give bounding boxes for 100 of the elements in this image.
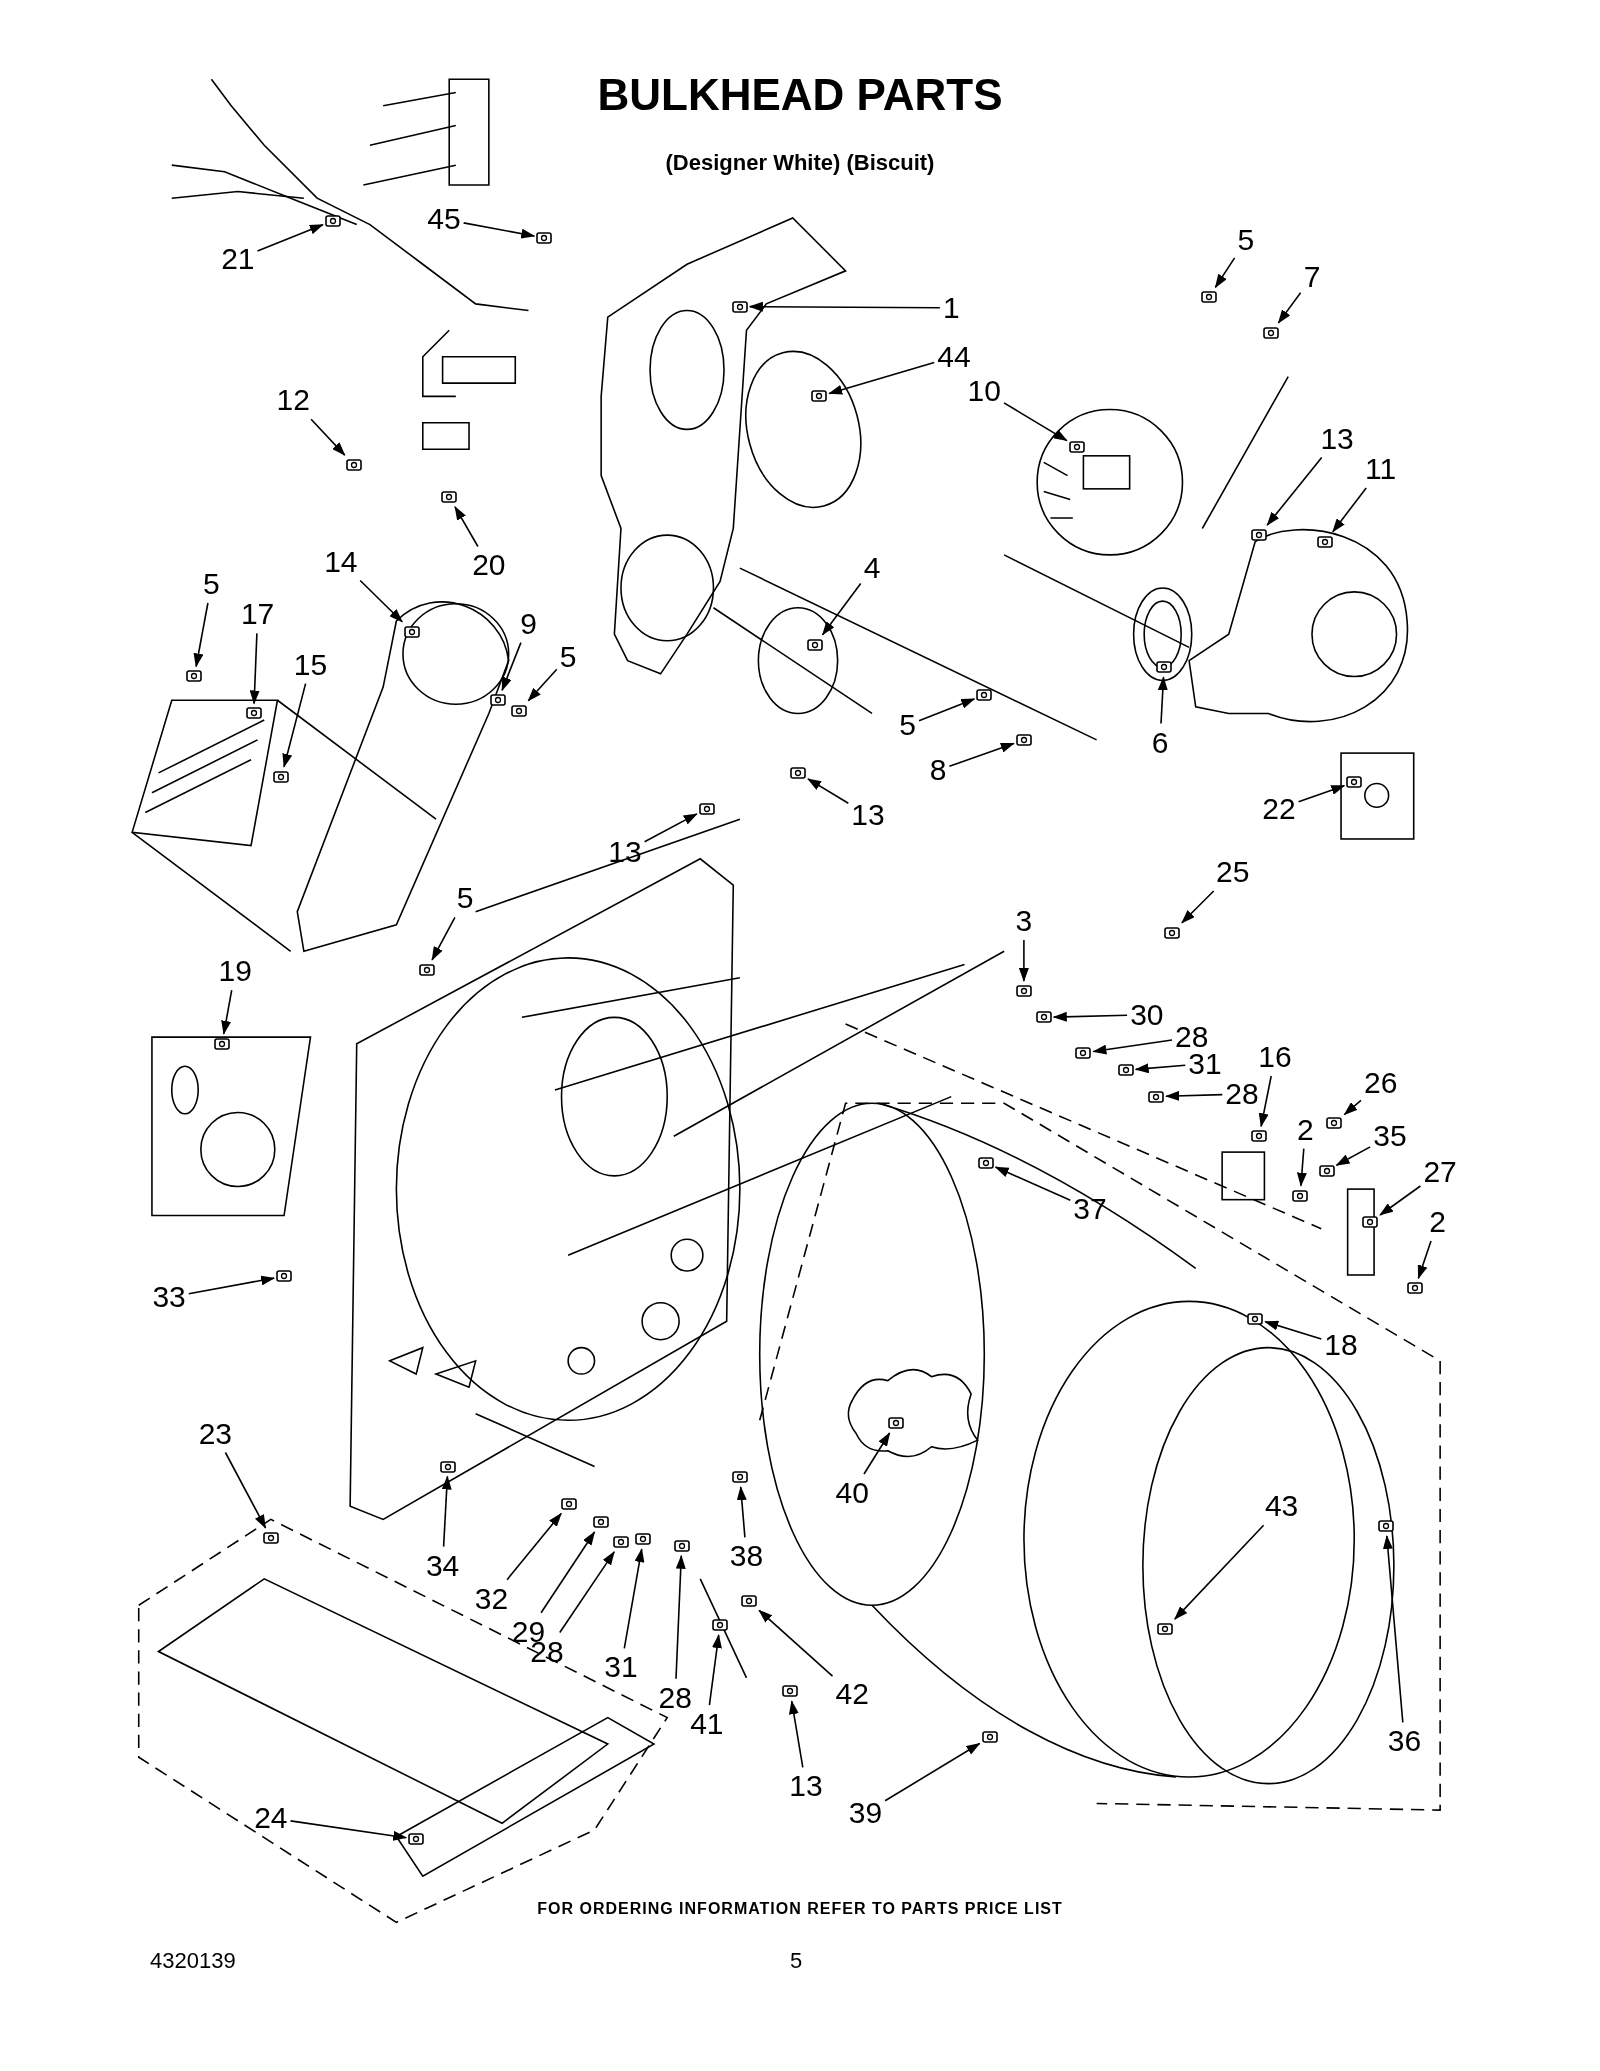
leader-line <box>1343 1099 1362 1116</box>
callout-number: 13 <box>1320 422 1354 455</box>
callout-number: 18 <box>1324 1329 1358 1361</box>
leader-line <box>821 582 862 636</box>
callout-number: 39 <box>848 1796 883 1829</box>
leader-line <box>462 222 536 239</box>
callout-number: 8 <box>929 754 947 787</box>
leader-line <box>1165 1090 1224 1101</box>
callout-number: 28 <box>1225 1077 1259 1110</box>
callout-number: 12 <box>276 384 310 417</box>
callout-number: 37 <box>1073 1192 1107 1225</box>
callout-number: 10 <box>967 375 1001 408</box>
leader-line <box>454 505 479 548</box>
leader-line <box>994 1166 1072 1201</box>
leader-line <box>1003 402 1068 442</box>
leader-line <box>540 1531 596 1614</box>
leader-line <box>249 632 260 705</box>
callout-number: 41 <box>690 1708 724 1741</box>
leader-line <box>948 742 1015 768</box>
leader-line <box>359 579 403 623</box>
callout-number: 24 <box>254 1802 288 1834</box>
callout-number: 13 <box>851 799 885 832</box>
callout-number: 19 <box>218 955 252 988</box>
callout-number: 22 <box>1262 792 1296 825</box>
callout-number: 45 <box>427 203 461 236</box>
callout-number: 40 <box>835 1476 869 1509</box>
leader-line <box>788 1700 804 1769</box>
leader-line <box>256 223 324 252</box>
callout-number: 6 <box>1151 726 1169 759</box>
callout-number: 26 <box>1364 1067 1398 1100</box>
leader-line <box>282 682 307 768</box>
leader-line <box>1258 1075 1272 1128</box>
callout-number: 3 <box>1015 904 1033 937</box>
page-title: BULKHEAD PARTS <box>596 70 1004 120</box>
callout-number: 5 <box>1237 224 1255 257</box>
callout-number: 33 <box>152 1281 186 1314</box>
callout-number: 32 <box>474 1582 509 1615</box>
callout-number: 27 <box>1423 1155 1457 1188</box>
callout-number: 43 <box>1264 1490 1299 1523</box>
leader-line <box>1157 676 1168 725</box>
leader-line <box>1092 1039 1173 1055</box>
leader-line <box>1297 784 1346 803</box>
callout-number: 20 <box>472 549 506 582</box>
leader-line <box>918 698 976 722</box>
callout-number: 36 <box>1387 1725 1422 1758</box>
callout-number: 23 <box>198 1417 233 1450</box>
leader-line <box>289 1820 408 1841</box>
callout-number: 15 <box>293 648 328 681</box>
leader-line <box>1264 1320 1323 1340</box>
callout-number: 5 <box>559 640 577 673</box>
callout-number: 9 <box>520 607 537 640</box>
leader-line <box>807 778 850 805</box>
leader-line <box>1174 1524 1265 1620</box>
callout-number: 4 <box>863 552 881 585</box>
leader-line <box>736 1486 747 1539</box>
callout-number: 34 <box>425 1549 460 1582</box>
leader-line <box>748 301 941 312</box>
leader-line <box>623 1548 645 1650</box>
leader-line <box>1214 257 1236 289</box>
leader-line <box>441 1475 452 1548</box>
callout-number: 5 <box>203 567 220 600</box>
leader-line <box>506 1512 562 1581</box>
leader-line <box>1134 1063 1187 1074</box>
leader-line <box>1052 1011 1128 1022</box>
part-drawing <box>1074 1044 1093 1062</box>
callout-number: 11 <box>1365 453 1397 486</box>
callout-number: 14 <box>324 545 358 578</box>
callout-number: 16 <box>1258 1040 1292 1073</box>
leader-line <box>643 813 698 843</box>
leader-line <box>559 1551 615 1634</box>
document-number: 4320139 <box>150 1948 236 1974</box>
page-number: 5 <box>790 1948 803 1974</box>
callout-number: 2 <box>1429 1206 1446 1239</box>
callout-number: 13 <box>789 1770 823 1803</box>
leader-line <box>828 361 935 395</box>
leader-line <box>1181 890 1215 924</box>
part-drawing <box>1376 1517 1395 1535</box>
callout-number: 5 <box>456 882 474 915</box>
leader-line <box>193 602 209 668</box>
leader-line <box>224 1451 267 1529</box>
callout-number: 28 <box>658 1681 692 1714</box>
callout-number: 38 <box>729 1540 764 1573</box>
callout-number: 30 <box>1130 998 1164 1031</box>
leader-line <box>863 1432 891 1475</box>
callout-number: 42 <box>835 1677 869 1710</box>
leader-line <box>1332 487 1367 533</box>
callout-number: 5 <box>899 709 916 742</box>
leader-line <box>1379 1185 1422 1216</box>
leader-line <box>1266 456 1323 526</box>
leader-line <box>1296 1147 1307 1187</box>
leader-line <box>527 668 558 702</box>
leader-line <box>501 641 522 692</box>
subtitle: (Designer White) (Biscuit) <box>664 150 936 176</box>
leader-line <box>1277 292 1302 324</box>
callout-number: 13 <box>608 836 642 869</box>
leader-line <box>431 916 456 961</box>
leader-line <box>221 989 233 1035</box>
leader-line <box>675 1554 686 1680</box>
leader-line <box>884 1742 981 1802</box>
leader-line <box>1335 1146 1371 1166</box>
